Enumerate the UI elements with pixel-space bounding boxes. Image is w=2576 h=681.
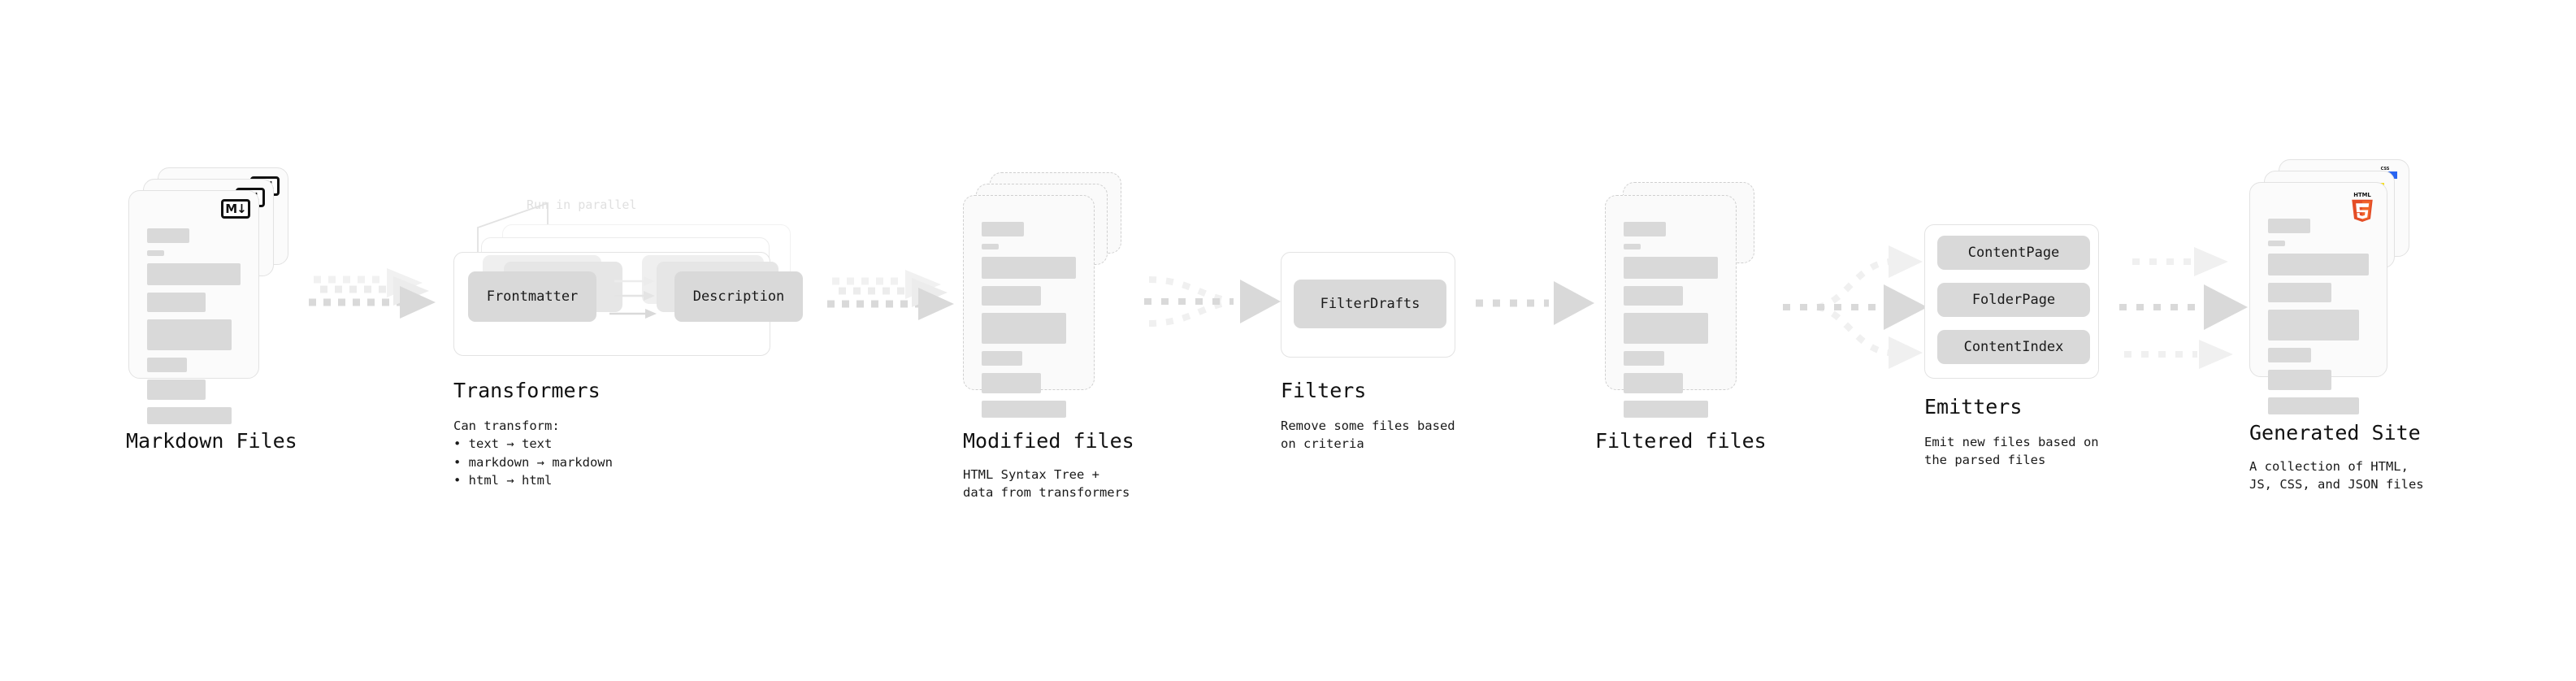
transformers-description: Can transform: • text → text • markdown … [453,419,613,488]
card-content-lines [1624,222,1718,425]
filtered-file-card-front [1605,195,1737,418]
emitter-node-contentpage[interactable]: ContentPage [1937,236,2090,270]
transformer-node-description[interactable]: Description [674,271,803,322]
emitters-title: Emitters [1924,395,2023,419]
emitter-node-contentindex[interactable]: ContentIndex [1937,330,2090,364]
arrow-modified-to-filters [1144,276,1281,327]
markdown-files-title: Markdown Files [126,429,297,453]
modified-files-title: Modified files [963,429,1134,453]
emitters-description: Emit new files based on the parsed files [1924,435,2099,468]
card-content-lines [982,222,1076,425]
markdown-files-stack: M↓ M↓ M↓ [128,167,303,424]
transformer-node-frontmatter[interactable]: Frontmatter [468,271,596,322]
html5-icon: HTML [2352,192,2373,222]
modified-file-card-front [963,195,1095,418]
card-content-lines [147,228,241,432]
generated-site-description: A collection of HTML, JS, CSS, and JSON … [2249,459,2424,492]
arrow-emitters-to-site [2119,247,2248,369]
generated-site-stack: CSS HTML [2249,159,2436,414]
markdown-file-card-front: M↓ [128,190,259,424]
modified-files-stack [963,172,1138,418]
filtered-files-stack [1605,172,1780,418]
arrow-transformers-to-modified [827,270,954,320]
filters-description: Remove some files based on criteria [1281,419,1455,452]
site-file-card-html: HTML [2249,182,2387,414]
arrow-markdown-to-transformers [309,268,436,319]
markdown-icon: M↓ [221,199,250,219]
generated-site-title: Generated Site [2249,421,2421,445]
filters-title: Filters [1281,379,1367,402]
run-in-parallel-bracket [477,202,549,263]
transformers-title: Transformers [453,379,601,402]
card-content-lines [2268,219,2369,422]
svg-text:HTML: HTML [2353,192,2371,198]
emitter-node-folderpage[interactable]: FolderPage [1937,283,2090,317]
filtered-files-title: Filtered files [1595,429,1767,453]
arrow-filtered-to-emitters [1783,245,1928,369]
modified-files-description: HTML Syntax Tree + data from transformer… [963,467,1130,501]
run-in-parallel-label: Run in parallel [527,197,637,212]
transformer-inner-arrows [609,276,657,319]
arrow-filters-to-filtered [1476,281,1594,325]
filter-node-filterdrafts[interactable]: FilterDrafts [1294,280,1446,328]
